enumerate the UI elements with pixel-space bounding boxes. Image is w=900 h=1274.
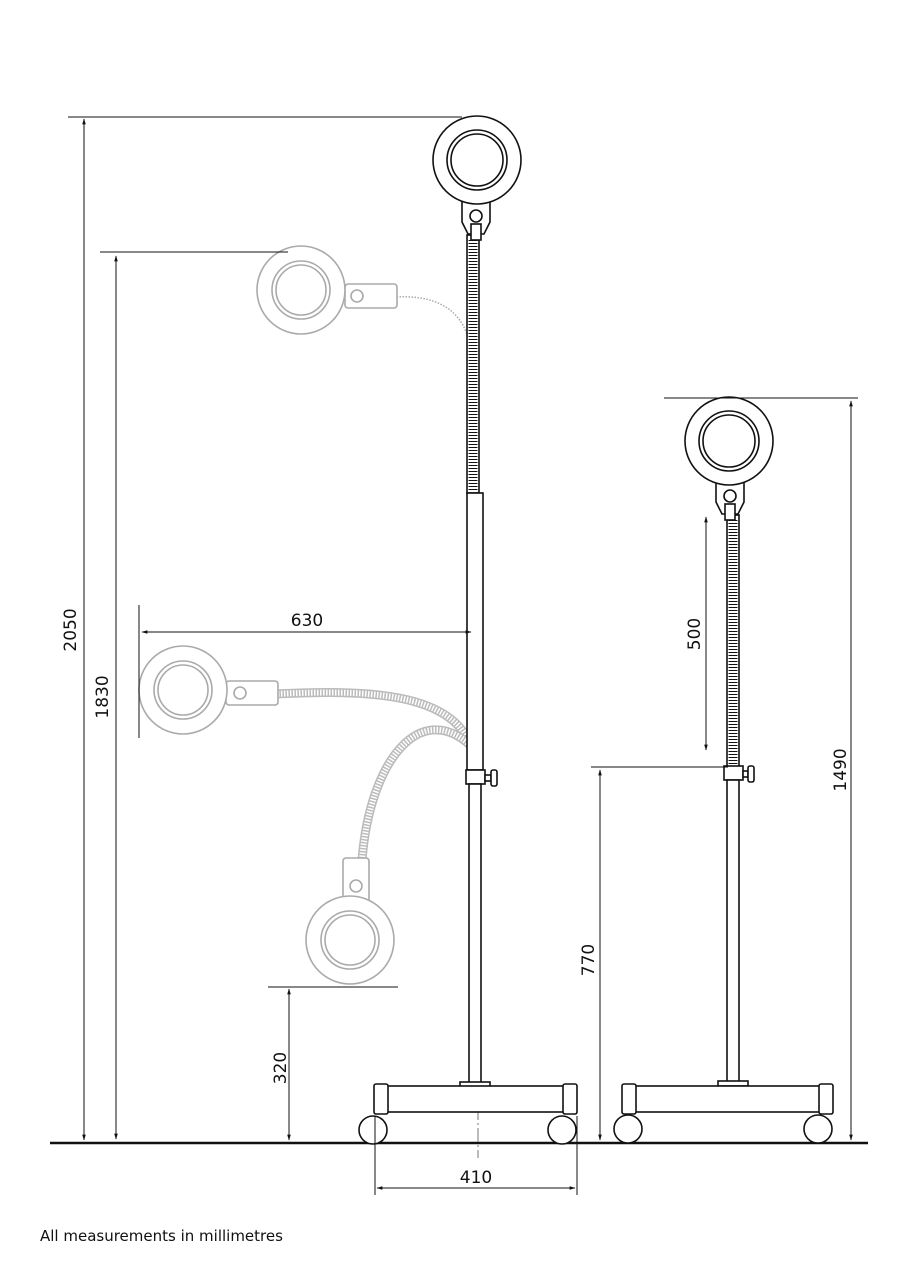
ghost-lamp-upper — [256, 245, 473, 346]
locking-knob — [747, 765, 755, 783]
locking-knob — [490, 769, 498, 787]
dimension-770: 770 — [579, 766, 728, 1141]
base-bar — [379, 1085, 571, 1113]
dimension-1490: 1490 — [664, 397, 858, 1141]
dimension-630: 630 — [138, 605, 472, 738]
dim-label-770: 770 — [579, 944, 599, 976]
lower-tube — [468, 783, 482, 1085]
dimension-320: 320 — [268, 986, 398, 1141]
dimension-410: 410 — [374, 1116, 578, 1195]
base-bar — [627, 1085, 821, 1113]
ghost-lamp-low — [305, 725, 474, 985]
lamp-tall — [358, 115, 578, 1158]
height-collar — [465, 769, 486, 785]
ghost-lamp-reach — [138, 645, 477, 752]
wheel — [803, 1114, 833, 1144]
height-collar — [723, 765, 744, 781]
lamp-short — [613, 396, 834, 1144]
magnifier-head — [432, 115, 522, 205]
dim-label-410: 410 — [460, 1168, 492, 1188]
wheel — [547, 1115, 577, 1145]
dim-label-1830: 1830 — [93, 675, 113, 718]
wheel — [358, 1115, 388, 1145]
dimension-2050: 2050 — [61, 116, 462, 1141]
dim-label-500: 500 — [685, 618, 705, 650]
units-footnote: All measurements in millimetres — [40, 1227, 283, 1245]
dim-label-630: 630 — [291, 611, 323, 631]
dimension-1830: 1830 — [93, 251, 288, 1140]
magnifier-head — [684, 396, 774, 486]
lower-tube — [726, 779, 740, 1083]
dim-label-320: 320 — [271, 1052, 291, 1084]
dim-label-1490: 1490 — [831, 748, 851, 791]
wheel — [613, 1114, 643, 1144]
dimension-500: 500 — [685, 516, 708, 751]
dim-label-2050: 2050 — [61, 608, 81, 651]
